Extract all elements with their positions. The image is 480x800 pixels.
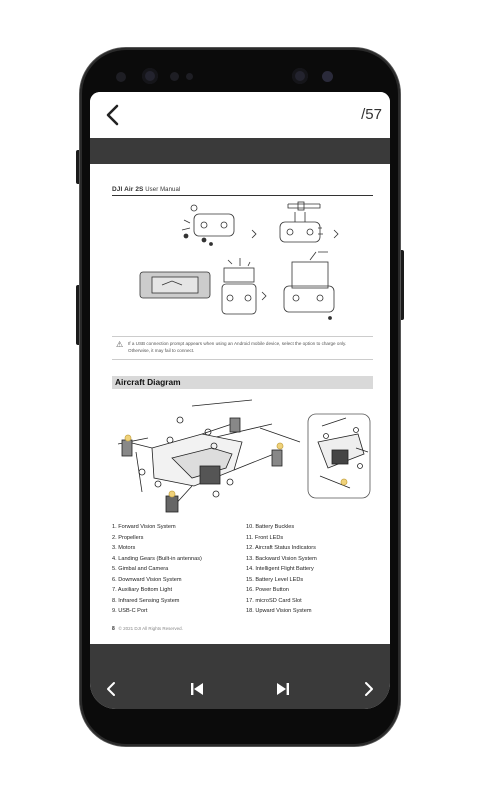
manual-product-name: DJI Air 2S [112, 186, 144, 193]
phone-volume-button [76, 150, 81, 184]
legend-item: 10. Battery Buckles [246, 524, 295, 530]
phone-power-button [399, 250, 404, 320]
page-number: 8 [112, 626, 115, 632]
legend-left-column: 1. Forward Vision System 2. Propellers 3… [112, 522, 202, 617]
phone-side-button [76, 285, 81, 345]
light-sensor [170, 72, 179, 81]
copyright-text: © 2021 DJI All Rights Reserved. [118, 626, 183, 631]
bottom-navigation-bar [90, 644, 390, 709]
legend-item: 7. Auxiliary Bottom Light [112, 587, 173, 593]
chevron-left-icon [106, 104, 119, 126]
legend-right-column: 10. Battery Buckles 11. Front LEDs 12. A… [246, 522, 317, 617]
section-title: Aircraft Diagram [115, 377, 181, 387]
legend-item: 3. Motors [112, 545, 136, 551]
legend-item: 14. Intelligent Flight Battery [246, 566, 314, 572]
first-page-button[interactable] [188, 680, 206, 698]
usb-note: ⚠ If a USB connection prompt appears whe… [112, 336, 373, 360]
legend-item: 12. Aircraft Status Indicators [246, 545, 316, 551]
chevron-left-icon [107, 682, 115, 696]
remote-controller-steps-illustration [139, 201, 339, 320]
manual-subtitle: User Manual [145, 187, 181, 193]
proximity-sensor [116, 72, 126, 82]
back-button[interactable] [100, 102, 126, 128]
aircraft-diagram-illustration [117, 399, 371, 513]
iris-camera-icon [292, 68, 308, 84]
section-header: Aircraft Diagram [112, 376, 373, 389]
next-page-button[interactable] [360, 680, 378, 698]
indicator-led [186, 73, 193, 80]
legend-item: 1. Forward Vision System [112, 524, 176, 530]
header-rule [112, 195, 373, 196]
page-footer: 8 © 2021 DJI All Rights Reserved. [112, 626, 183, 632]
skip-next-icon [277, 683, 289, 695]
note-text: If a USB connection prompt appears when … [128, 341, 347, 353]
toolbar-band [90, 138, 390, 164]
chevron-right-icon [365, 682, 373, 696]
page-indicator: /57 [361, 106, 382, 123]
iris-sensor [322, 71, 333, 82]
legend-item: 2. Propellers [112, 534, 144, 541]
last-page-button[interactable] [274, 680, 292, 698]
legend-item: 11. Front LEDs [246, 534, 284, 541]
document-page[interactable]: DJI Air 2S User Manual [90, 164, 390, 644]
previous-page-button[interactable] [102, 680, 120, 698]
legend-item: 8. Infrared Sensing System [112, 597, 180, 604]
front-camera-icon [142, 68, 158, 84]
skip-previous-icon [191, 683, 203, 695]
legend-item: 4. Landing Gears (Built-in antennas) [112, 555, 202, 562]
legend-item: 9. USB-C Port [112, 608, 148, 614]
legend-item: 18. Upward Vision System [246, 608, 312, 614]
top-app-bar: /57 [90, 92, 390, 138]
phone-screen: /57 DJI Air 2S User Manual [90, 92, 390, 709]
legend-item: 15. Battery Level LEDs [246, 576, 304, 583]
legend-item: 17. microSD Card Slot [246, 597, 302, 604]
manual-header: DJI Air 2S User Manual [112, 186, 180, 193]
warning-icon: ⚠ [116, 340, 124, 349]
legend-item: 6. Downward Vision System [112, 576, 182, 583]
legend-item: 13. Backward Vision System [246, 555, 317, 562]
legend-item: 5. Gimbal and Camera [112, 566, 169, 572]
legend-item: 16. Power Button [246, 587, 289, 593]
